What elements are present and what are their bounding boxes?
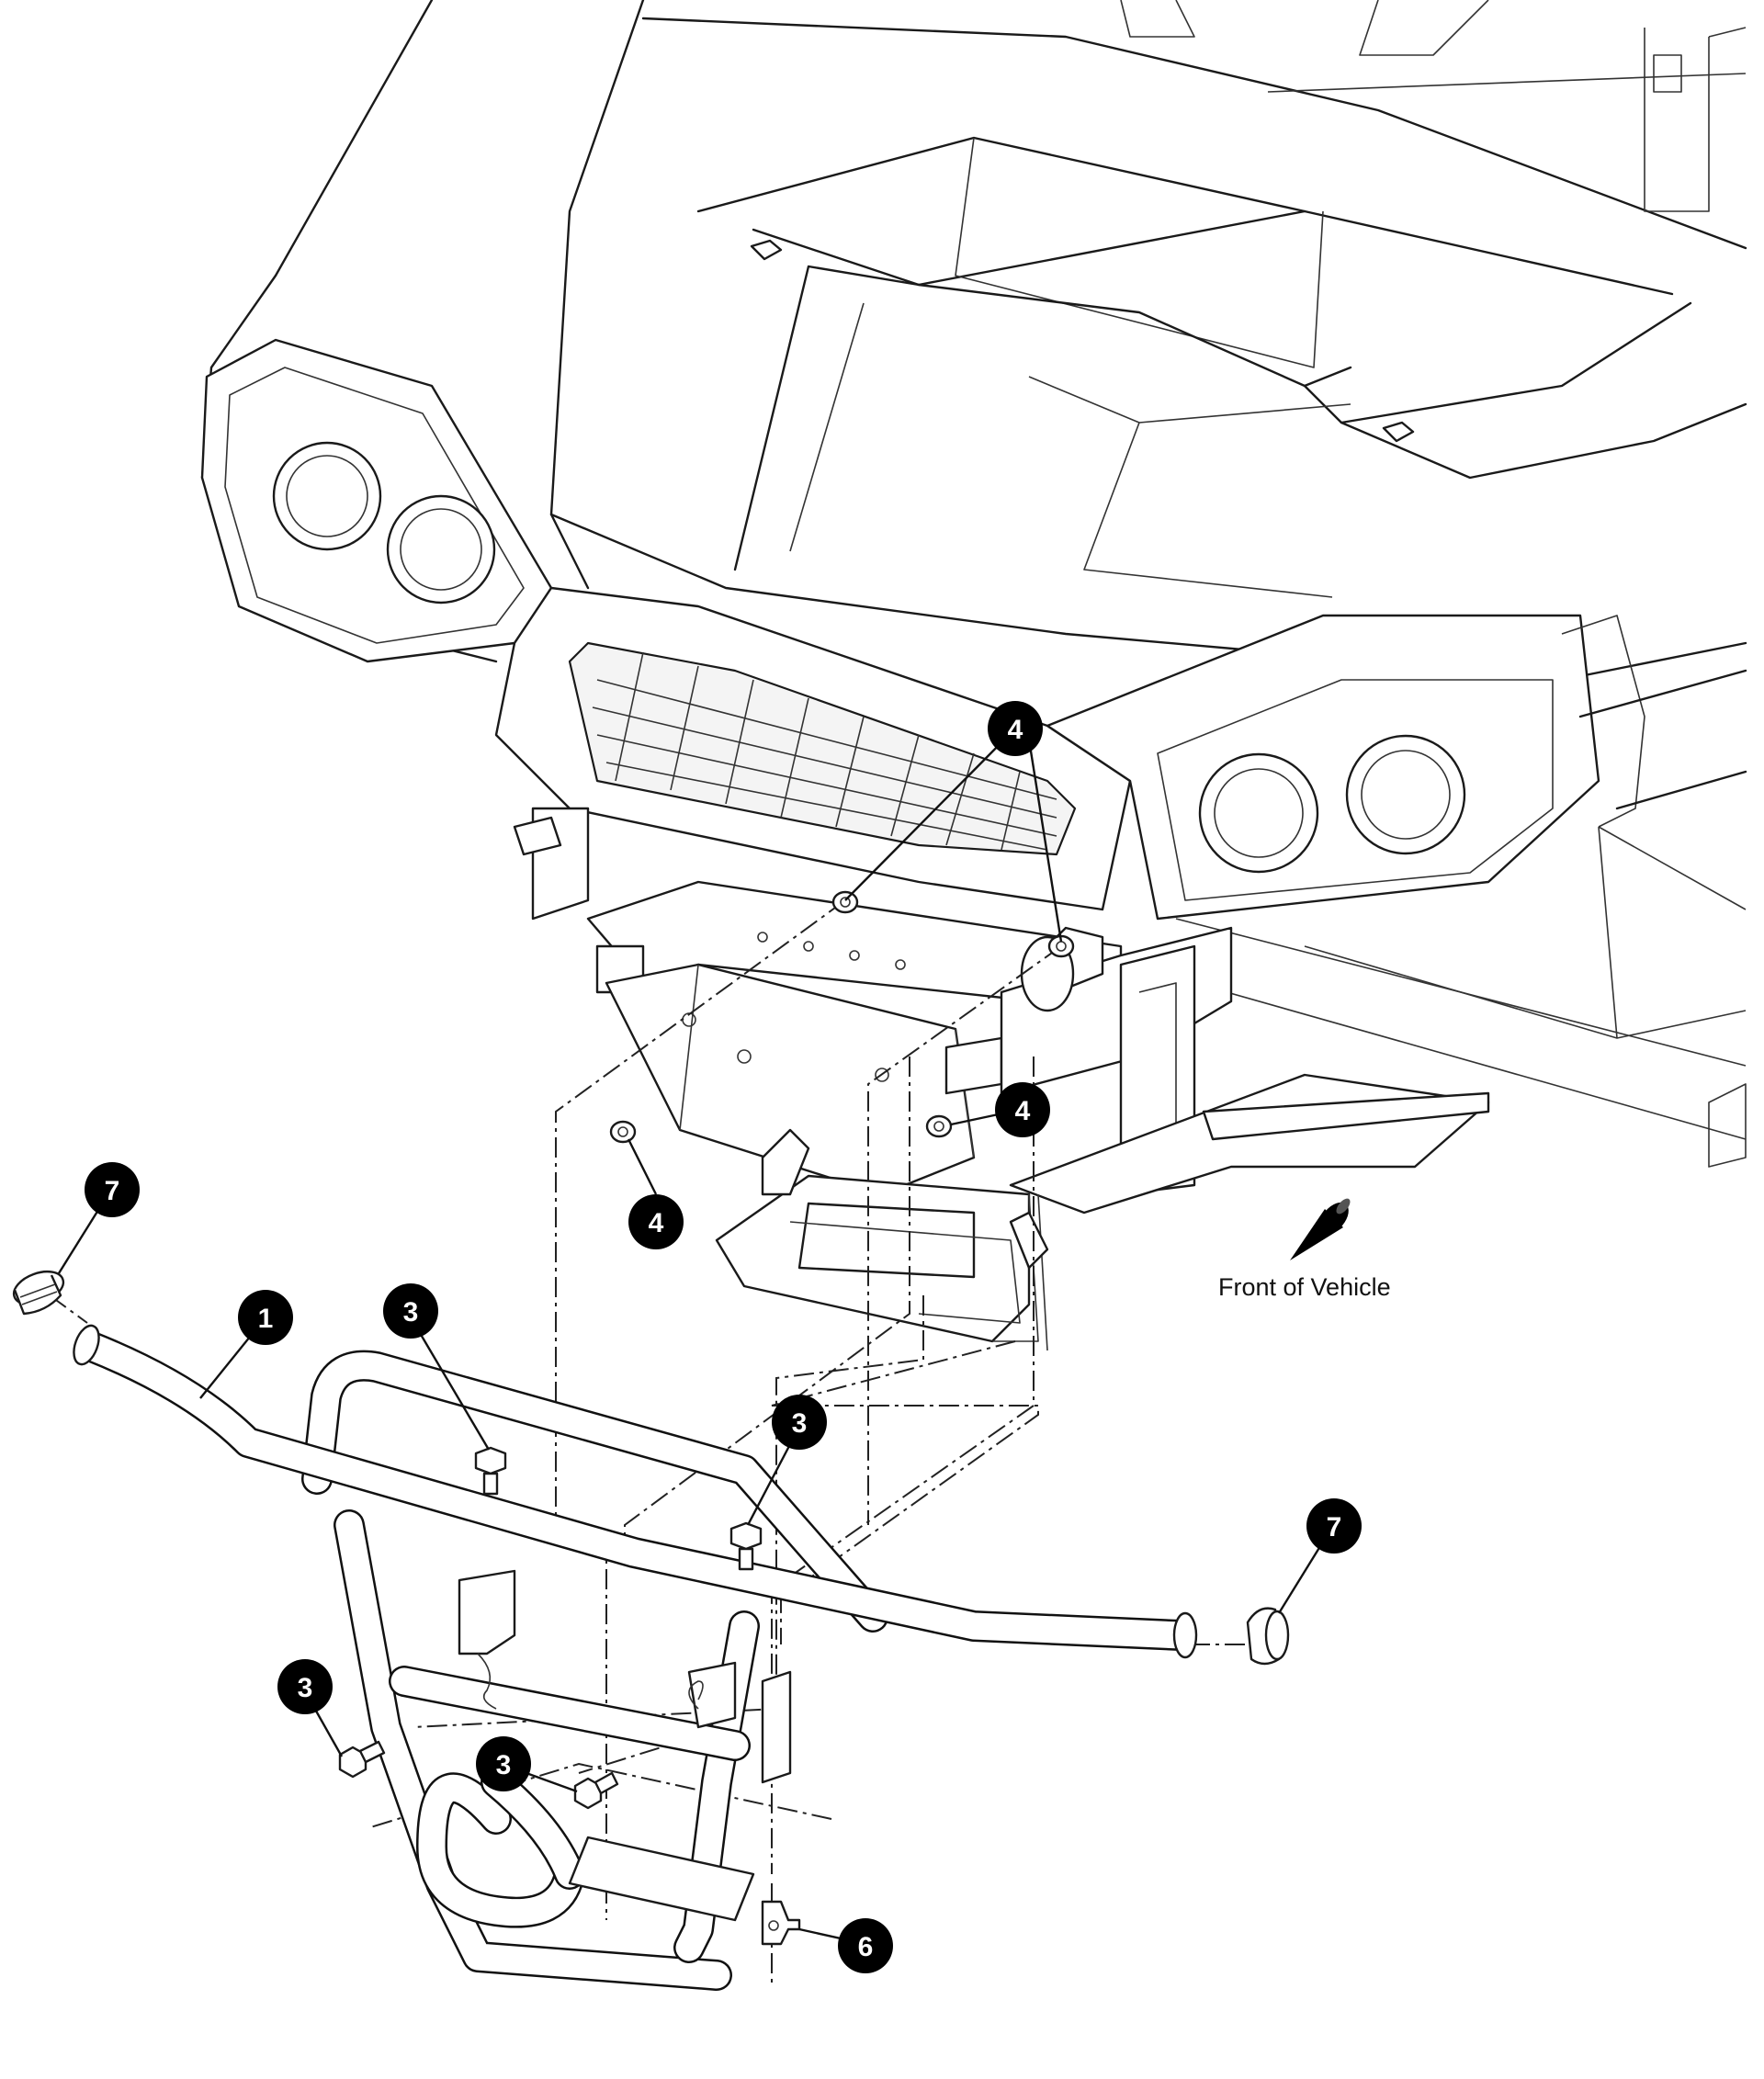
end-cap-icon (1246, 1607, 1290, 1666)
arrow-cone-icon (1290, 1198, 1351, 1260)
callout-3-lower-center: 3 (476, 1736, 531, 1791)
hex-bolt-icon (338, 1740, 386, 1779)
front-bumper (73, 1324, 1198, 1991)
hex-bolt-icon (474, 1446, 507, 1496)
callout-3-top-left: 3 (383, 1283, 438, 1339)
svg-text:3: 3 (496, 1750, 512, 1780)
callout-6: 6 (838, 1918, 893, 1973)
clevis-pin-icon (761, 1900, 801, 1946)
svg-text:7: 7 (1327, 1512, 1342, 1542)
callout-3-top-right: 3 (772, 1395, 827, 1450)
hex-bolt-icon (573, 1771, 619, 1810)
fasteners (12, 890, 1290, 1946)
front-of-vehicle-indicator: Front of Vehicle (1218, 1198, 1391, 1301)
svg-text:6: 6 (858, 1932, 874, 1962)
svg-text:3: 3 (298, 1673, 313, 1703)
callout-4-left: 4 (628, 1194, 684, 1249)
svg-text:1: 1 (258, 1304, 274, 1334)
svg-text:3: 3 (792, 1408, 808, 1439)
front-frame-mount (513, 807, 1490, 1351)
flange-nut-icon (609, 1120, 637, 1144)
flange-nut-icon (831, 890, 859, 914)
callout-7-left: 7 (85, 1162, 140, 1217)
vehicle-front-body (200, 0, 1747, 1168)
callout-1: 1 (238, 1290, 293, 1345)
direction-label: Front of Vehicle (1218, 1273, 1391, 1301)
callout-4-right: 4 (995, 1082, 1050, 1137)
callout-7-right: 7 (1306, 1498, 1362, 1554)
flange-nut-icon (1047, 934, 1075, 958)
svg-text:3: 3 (403, 1297, 419, 1328)
page-margin (1749, 0, 1764, 2079)
callout-3-lower-left: 3 (277, 1659, 333, 1714)
svg-text:7: 7 (105, 1176, 120, 1206)
svg-text:4: 4 (1015, 1096, 1031, 1126)
end-cap-icon (12, 1270, 65, 1316)
hex-bolt-icon (729, 1521, 763, 1571)
grille-mesh (592, 651, 1057, 851)
svg-text:4: 4 (649, 1208, 664, 1238)
callout-4-top: 4 (988, 701, 1043, 756)
svg-text:4: 4 (1008, 715, 1023, 745)
flange-nut-icon (925, 1114, 953, 1138)
